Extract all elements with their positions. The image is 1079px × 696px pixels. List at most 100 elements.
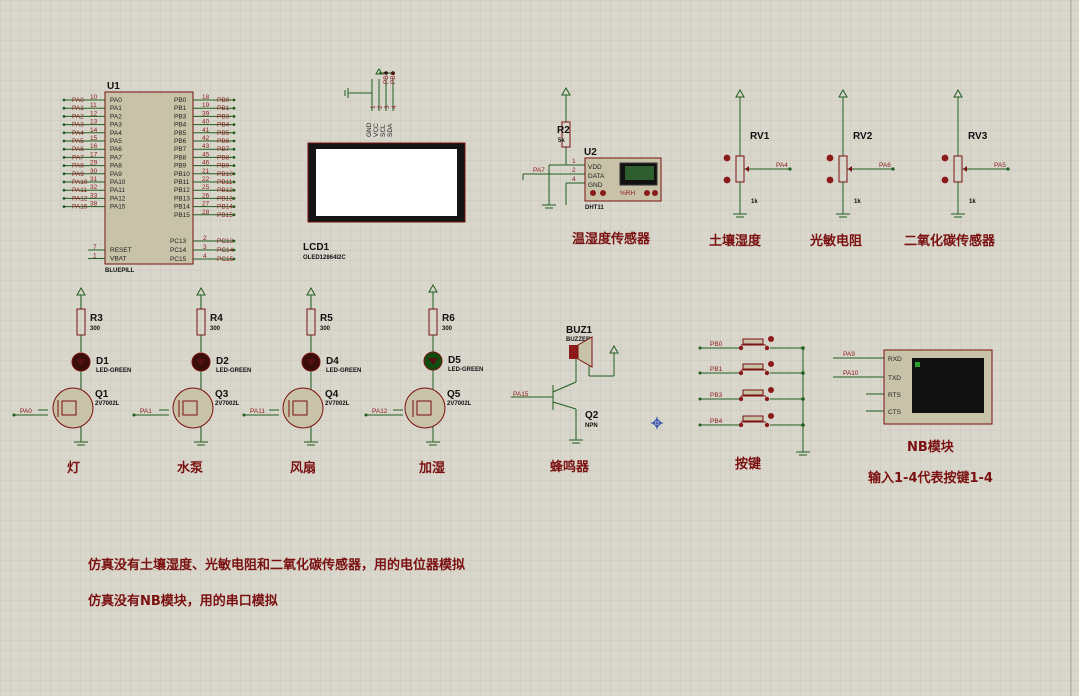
mcu-net-label: PB8	[217, 154, 230, 161]
lcd-pin-sda: SDA	[387, 123, 394, 137]
mcu-net-label: PA4	[72, 130, 84, 137]
mcu-pin-name: VBAT	[110, 256, 127, 263]
pot-val: 1k	[854, 199, 861, 205]
mcu-net-label: PA11	[72, 187, 87, 194]
mcu-pin-name: PC13	[170, 238, 187, 245]
mcu-pin-num: 39	[202, 110, 210, 117]
pot-val: 1k	[751, 199, 758, 205]
buzzer-caption: 蜂鸣器	[550, 459, 590, 475]
mcu-pin-name: PB11	[174, 179, 190, 186]
nb-pin-rxd: RXD	[888, 356, 902, 363]
driver-led-val: LED-GREEN	[448, 367, 483, 373]
push-button[interactable]: PB0	[698, 336, 805, 351]
driver-res-val: 300	[442, 326, 453, 332]
lcd-pin-num: 4	[391, 105, 398, 109]
mcu-pin-num: 19	[202, 102, 210, 109]
mcu-net-label: PB11	[217, 179, 233, 186]
potentiometer[interactable]: RV2 1k PA6 光敏电阻	[809, 88, 895, 249]
driver-res-val: 300	[320, 326, 331, 332]
driver-net: PA1	[140, 408, 152, 415]
mcu-pin-num: 4	[203, 253, 207, 260]
pot-val: 1k	[969, 199, 976, 205]
mcu-pin-num: 2	[203, 235, 207, 242]
dht-pin-data: DATA	[588, 173, 605, 180]
pot-net: PA5	[994, 162, 1006, 169]
mcu-net-label: PB12	[217, 187, 233, 194]
mcu-net-label: PA1	[72, 105, 84, 112]
driver-q-val: 2V7002L	[447, 401, 472, 407]
buzzer-stage[interactable]: BUZ1 BUZZER PA15 Q2 NPN 蜂鸣器	[511, 325, 619, 475]
mcu-pin-num: 10	[90, 94, 98, 101]
pot-net: PA6	[879, 162, 891, 169]
lcd-part: OLED12864I2C	[303, 255, 346, 261]
pot-net: PA4	[776, 162, 788, 169]
mcu-pin-name: PB8	[174, 154, 187, 161]
mcu-pin-right: PC13 2 PC13	[170, 235, 236, 245]
buzzer-q-val: NPN	[585, 423, 598, 429]
dht11-sensor[interactable]: R2 5k U2 %RH VDD DATA GND 1 2 4 PA7 DHT1…	[522, 86, 662, 247]
oled-display[interactable]: LCD1 OLED12864I2C GND VCC SCL SDA 1 2 3 …	[303, 68, 466, 261]
driver-q-ref: Q3	[215, 389, 229, 400]
note-nb-module: 仿真没有NB模块，用的串口模拟	[88, 593, 278, 609]
mcu-pin-num: 21	[202, 168, 210, 175]
mcu-pin-num: 31	[90, 176, 98, 183]
lcd-pin-vcc: VCC	[373, 123, 380, 137]
dht-net: PA7	[533, 167, 545, 174]
mcu-pin-num: 22	[202, 176, 210, 183]
driver-res-ref: R4	[210, 313, 223, 324]
mcu-pin-name: PA6	[110, 146, 122, 153]
mcu-net-label: PB14	[217, 204, 233, 211]
mcu-pin-num: 27	[202, 201, 210, 208]
mcu-net-label: PC13	[217, 238, 234, 245]
mcu-pin-num: 7	[93, 244, 97, 251]
mcu-net-label: PA15	[72, 204, 88, 211]
pot-caption: 光敏电阻	[809, 233, 862, 249]
mcu-pin-num: 26	[202, 192, 210, 199]
nb-module[interactable]: RXD TXD RTS CTS PA9 PA10 NB模块 输入1-4代表按键1…	[833, 349, 993, 486]
mcu-pin-num: 32	[90, 184, 98, 191]
mcu-pin-name: PB9	[174, 163, 187, 170]
driver-caption: 灯	[67, 460, 80, 476]
mcu-pin-name: PA10	[110, 179, 126, 186]
dht-caption: 温湿度传感器	[572, 231, 651, 247]
push-button[interactable]: PB3	[698, 387, 805, 402]
push-button[interactable]: PB4	[698, 413, 805, 428]
mcu-pin-name: PA8	[110, 163, 122, 170]
driver-res-val: 300	[90, 326, 101, 332]
driver-q-ref: Q1	[95, 389, 109, 400]
driver-caption: 水泵	[177, 460, 203, 476]
pot-ref: RV2	[853, 131, 873, 142]
mcu-net-label: PA8	[72, 163, 84, 170]
mcu-pin-name: PA11	[110, 187, 125, 194]
mcu-pin-name: PB5	[174, 130, 187, 137]
mcu-net-label: PB7	[217, 146, 230, 153]
mcu-pin-name: PA5	[110, 138, 122, 145]
mcu-pin-name: PA3	[110, 122, 122, 129]
lcd-pin-num: 2	[377, 105, 384, 109]
push-button[interactable]: PB1	[698, 361, 805, 376]
nb-pin-rts: RTS	[888, 392, 902, 399]
mcu-pin-num: 11	[90, 102, 97, 109]
driver-led-val: LED-GREEN	[326, 368, 361, 374]
key-net: PB1	[710, 366, 723, 373]
mcu-pin-name: PC15	[170, 256, 187, 263]
